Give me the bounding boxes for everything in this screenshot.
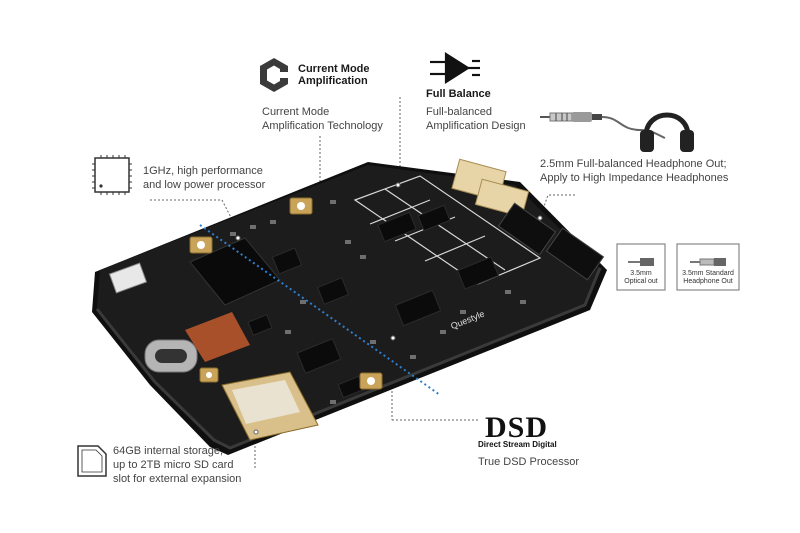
headphone-port-label-1: 3.5mm Standard [682,270,734,277]
headphones-icon [640,112,694,152]
optical-port-label-1: 3.5mm [630,270,652,277]
headphone-port-label-2: Headphone Out [683,278,733,285]
current-mode-logo-text-2: Amplification [298,75,368,87]
dsd-logo: DSD [485,411,548,444]
current-mode-logo-text-1: Current Mode [298,63,370,75]
headphone-jack-icon [540,112,666,139]
full-balance-logo [430,51,480,85]
chip-icon [92,155,132,195]
headphone-out-desc-1: 2.5mm Full-balanced Headphone Out; [540,158,727,170]
headphone-out-desc-2: Apply to High Impedance Headphones [540,172,729,184]
optical-port-label-2: Optical out [624,278,658,285]
current-mode-logo [260,58,288,92]
usb-c-connector [144,339,198,373]
blue-dotted-line [199,224,441,396]
full-balance-desc-2: Amplification Design [426,120,526,132]
headphone-port-icon [676,243,740,291]
storage-desc-1: 64GB internal storage, [113,445,224,457]
optical-port-icon [616,243,666,291]
pcb-board: Questyle [92,158,607,455]
processor-desc-2: and low power processor [143,179,266,191]
full-balance-desc-1: Full-balanced [426,106,493,118]
storage-desc-2: up to 2TB micro SD card [113,459,234,471]
processor-desc-1: 1GHz, high performance [143,165,263,177]
dsd-subtitle: Direct Stream Digital [478,440,557,449]
sd-card-icon [77,445,107,477]
current-mode-desc-2: Amplification Technology [262,120,383,132]
storage-desc-3: slot for external expansion [113,473,242,485]
dsd-desc: True DSD Processor [478,456,580,468]
full-balance-logo-text: Full Balance [426,88,491,100]
current-mode-desc-1: Current Mode [262,106,330,118]
